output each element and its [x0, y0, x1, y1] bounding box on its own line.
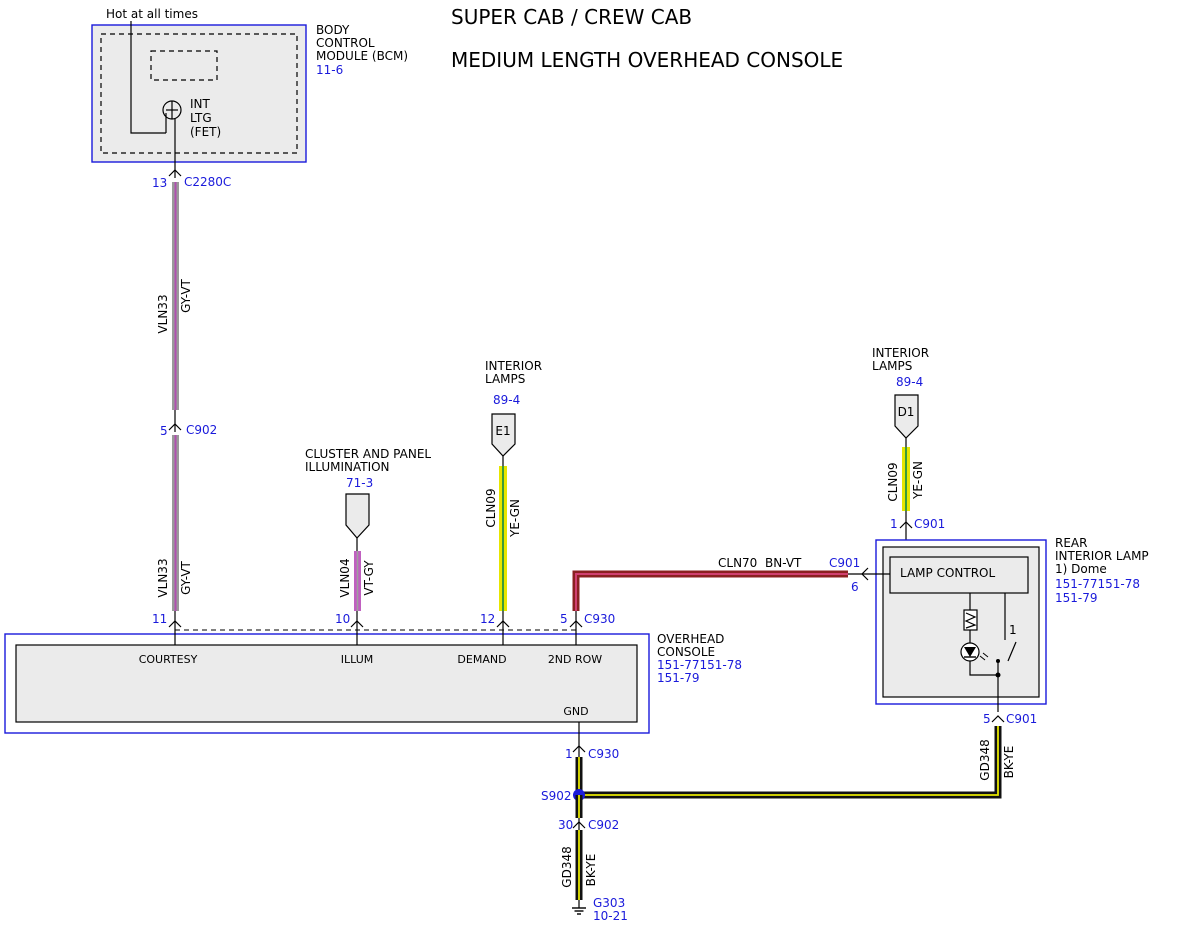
c902-lower-connector[interactable]: C902	[588, 818, 619, 832]
c901-pin1-connector[interactable]: C901	[914, 517, 945, 531]
console-ref-2[interactable]: 151-79	[657, 671, 700, 685]
console-label-demand: DEMAND	[457, 653, 506, 666]
console-pin-2nd-row: 5	[560, 612, 568, 626]
console-label-gnd: GND	[563, 705, 588, 718]
rear-lamp-ref-1[interactable]: 151-77151-78	[1055, 577, 1140, 591]
wire-vln33-top-circuit: VLN33	[156, 294, 170, 333]
cluster-connector-tag[interactable]	[345, 493, 370, 539]
interior-lamps-d1-name-line-1: INTERIOR	[872, 346, 929, 360]
interior-lamps-d1-name-line-2: LAMPS	[872, 359, 912, 373]
wire-cln09-right[interactable]	[902, 447, 910, 511]
bcm-name-line-1: BODY	[316, 23, 350, 37]
interior-lamps-d1-ref-link[interactable]: 89-4	[896, 375, 923, 389]
wire-vln04[interactable]	[354, 551, 361, 611]
bcm-pin-number: 13	[152, 176, 167, 190]
bcm-switch-line-2: LTG	[190, 111, 212, 125]
bcm-name-line-2: CONTROL	[316, 36, 375, 50]
cluster-name-line-1: CLUSTER AND PANEL	[305, 447, 431, 461]
wire-cln70-color: BN-VT	[765, 556, 802, 570]
console-label-2nd-row: 2ND ROW	[548, 653, 602, 666]
connector-fork-icon	[861, 567, 869, 581]
c901-pin6-connector[interactable]: C901	[829, 556, 860, 570]
console-label-courtesy: COURTESY	[139, 653, 198, 666]
cluster-ref-link[interactable]: 71-3	[346, 476, 373, 490]
console-name-line-1: OVERHEAD	[657, 632, 724, 646]
interior-lamps-e1-name-line-1: INTERIOR	[485, 359, 542, 373]
wire-gd348-right-circuit: GD348	[978, 739, 992, 780]
ground-ref-link[interactable]: 10-21	[593, 909, 628, 923]
interior-lamps-e1-name-line-2: LAMPS	[485, 372, 525, 386]
rear-lamp-name-line-2: INTERIOR LAMP	[1055, 549, 1149, 563]
wire-vln04-circuit: VLN04	[338, 558, 352, 597]
c901-pin5-connector[interactable]: C901	[1006, 712, 1037, 726]
wire-vln33-bottom-color: GY-VT	[179, 560, 193, 594]
console-label-illum: ILLUM	[341, 653, 374, 666]
wire-vln33-top[interactable]	[172, 182, 179, 410]
wire-gd348-right-color: BK-YE	[1002, 746, 1016, 779]
wire-cln09-right-circuit: CLN09	[886, 462, 900, 501]
d1-connector-tag[interactable]	[894, 394, 919, 439]
bcm-name-line-3: MODULE (BCM)	[316, 49, 408, 63]
ground-g303-label[interactable]: G303	[593, 896, 625, 910]
c901-pin1-number: 1	[890, 517, 898, 531]
wire-cln09-left-circuit: CLN09	[484, 488, 498, 527]
led-lamp-icon	[960, 642, 989, 662]
c930-gnd-pin: 1	[565, 747, 573, 761]
c930-top-connector[interactable]: C930	[584, 612, 615, 626]
console-pin-illum: 10	[335, 612, 350, 626]
c930-gnd-connector[interactable]: C930	[588, 747, 619, 761]
title-line-1: SUPER CAB / CREW CAB	[451, 5, 692, 29]
wire-cln09-left-color: YE-GN	[508, 499, 522, 538]
console-name-line-2: CONSOLE	[657, 645, 715, 659]
c902-inline-pin: 5	[160, 424, 168, 438]
rear-lamp-name-line-1: REAR	[1055, 536, 1087, 550]
lamp-control-label: LAMP CONTROL	[900, 566, 995, 580]
ground-icon	[572, 900, 586, 915]
c901-pin6-number: 6	[851, 580, 859, 594]
hot-at-all-times-label: Hot at all times	[106, 7, 198, 21]
e1-connector-tag[interactable]	[491, 413, 516, 457]
connector-fork-icon	[991, 715, 1005, 723]
bcm-switch-line-1: INT	[190, 97, 211, 111]
interior-lamps-e1-ref-link[interactable]: 89-4	[493, 393, 520, 407]
bcm-connector-c2280c[interactable]: C2280C	[184, 175, 231, 189]
c902-inline-connector[interactable]: C902	[186, 423, 217, 437]
battery-feed-line	[130, 21, 166, 134]
console-pin-courtesy: 11	[152, 612, 167, 626]
wire-vln33-bottom[interactable]	[172, 435, 179, 611]
lamp-switch-icon	[995, 593, 1017, 712]
c901-pin5-number: 5	[983, 712, 991, 726]
wire-cln70-circuit: CLN70	[718, 556, 757, 570]
wire-vln04-color: VT-GY	[362, 560, 376, 596]
bcm-ref-link[interactable]: 11-6	[316, 63, 343, 77]
wire-vln33-bottom-circuit: VLN33	[156, 558, 170, 597]
cluster-name-line-2: ILLUMINATION	[305, 460, 390, 474]
splice-s902-label[interactable]: S902	[541, 789, 572, 803]
wire-gd348-bottom-color: BK-YE	[584, 854, 598, 887]
title-line-2: MEDIUM LENGTH OVERHEAD CONSOLE	[451, 48, 843, 72]
wire-cln09-left[interactable]	[499, 466, 507, 611]
body-control-module[interactable]	[91, 24, 307, 163]
rear-lamp-ref-2[interactable]: 151-79	[1055, 591, 1098, 605]
bcm-switch-line-3: (FET)	[190, 125, 221, 139]
wire-cln09-right-color: YE-GN	[911, 461, 925, 500]
wire-gd348-right[interactable]	[575, 726, 1002, 799]
e1-tag-label: E1	[495, 424, 510, 438]
rear-interior-lamp[interactable]	[875, 539, 1047, 705]
console-ref-1[interactable]: 151-77151-78	[657, 658, 742, 672]
switch-number-label: 1	[1009, 623, 1017, 637]
wire-vln33-top-color: GY-VT	[179, 278, 193, 312]
c902-lower-pin: 30	[558, 818, 573, 832]
overhead-console[interactable]	[4, 633, 650, 734]
fet-switch-icon	[162, 100, 182, 133]
rear-lamp-name-line-3: 1) Dome	[1055, 562, 1107, 576]
wire-gd348-bottom-circuit: GD348	[560, 846, 574, 887]
console-pin-demand: 12	[480, 612, 495, 626]
d1-tag-label: D1	[898, 405, 915, 419]
wire-cln70[interactable]	[572, 570, 848, 611]
